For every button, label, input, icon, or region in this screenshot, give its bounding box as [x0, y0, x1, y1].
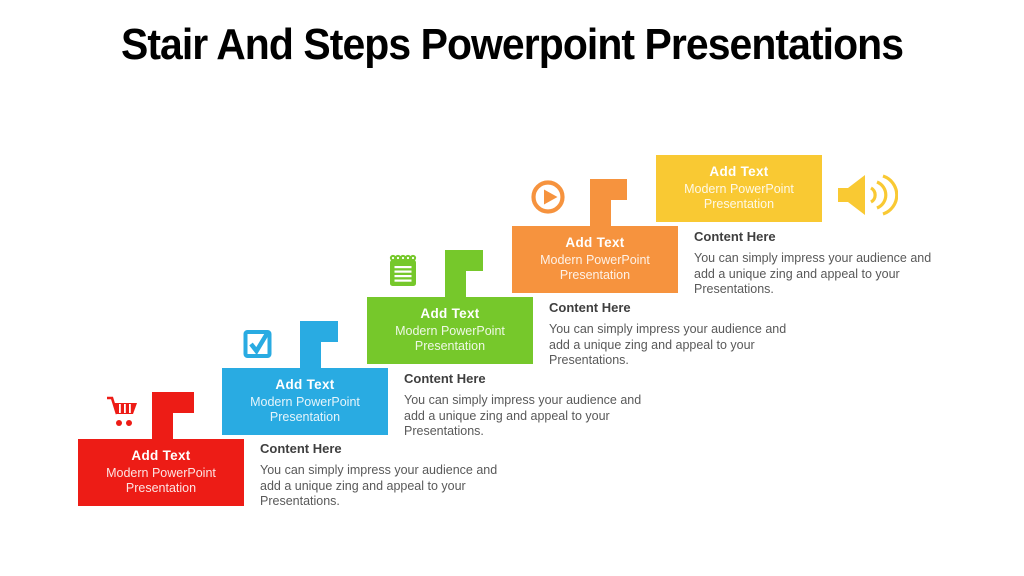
step5-subtitle-line1: Modern PowerPoint: [684, 182, 794, 196]
step1-content: Content Here You can simply impress your…: [260, 441, 516, 510]
step1-content-heading: Content Here: [260, 441, 342, 456]
speaker-icon: [836, 170, 898, 220]
step2-heading: Add Text: [275, 377, 335, 392]
step5-heading: Add Text: [709, 164, 769, 179]
step4-subtitle-line2: Presentation: [559, 268, 631, 282]
step4-heading: Add Text: [565, 235, 625, 250]
step4-content-body: You can simply impress your audience and…: [694, 251, 932, 296]
step3-subtitle-line1: Modern PowerPoint: [395, 324, 505, 338]
step2-content-heading: Content Here: [404, 371, 486, 386]
step4-content-heading: Content Here: [694, 229, 776, 244]
step1-arrow: [152, 392, 194, 413]
step3-content-heading: Content Here: [549, 300, 631, 315]
step5-subtitle-line2: Presentation: [703, 197, 775, 211]
notepad-icon: [388, 254, 418, 288]
step4-arrow: [590, 179, 627, 200]
step2-content: Content Here You can simply impress your…: [404, 371, 660, 440]
step1-subtitle-line1: Modern PowerPoint: [106, 466, 216, 480]
step3-content-body: You can simply impress your audience and…: [549, 322, 787, 367]
step3-arrow: [445, 250, 483, 271]
shopping-cart-icon: [105, 394, 139, 428]
slide-title: Stair And Steps Powerpoint Presentations: [120, 20, 904, 69]
step2-content-body: You can simply impress your audience and…: [404, 393, 642, 438]
step4-subtitle-line1: Modern PowerPoint: [540, 253, 650, 267]
step3-heading: Add Text: [420, 306, 480, 321]
step1-heading: Add Text: [131, 448, 191, 463]
step3-subtitle-line2: Presentation: [414, 339, 486, 353]
step4-content: Content Here You can simply impress your…: [694, 229, 950, 298]
step1-content-body: You can simply impress your audience and…: [260, 463, 498, 508]
play-icon: [531, 180, 565, 214]
step2-subtitle-line2: Presentation: [269, 410, 341, 424]
checkbox-icon: [243, 328, 273, 358]
step1-subtitle-line2: Presentation: [125, 481, 197, 495]
step2-arrow: [300, 321, 338, 342]
step2-subtitle-line1: Modern PowerPoint: [250, 395, 360, 409]
step3-content: Content Here You can simply impress your…: [549, 300, 805, 369]
